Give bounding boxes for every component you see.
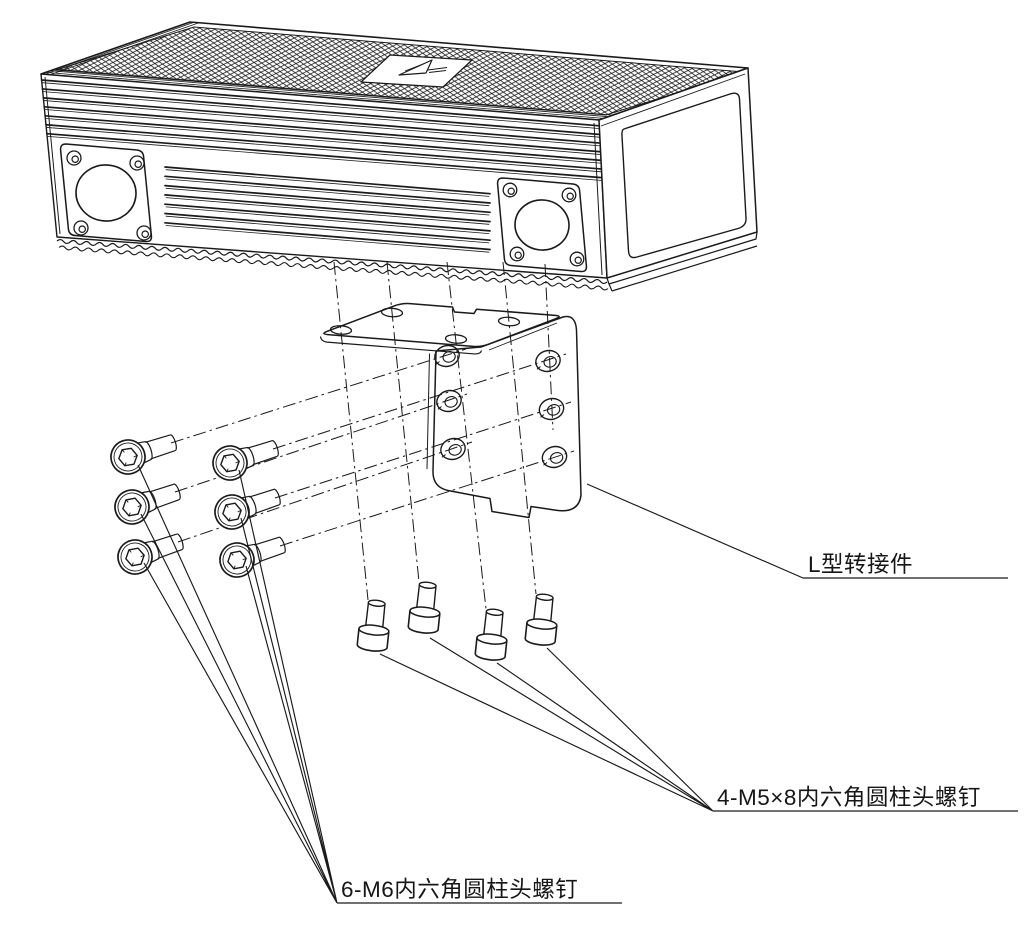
m6-screw-group [105,424,291,583]
device-front-face [40,73,608,279]
m5-screw-group [355,579,561,663]
device-unit [40,21,758,292]
heatsink-fins-middle [164,166,491,253]
side-panel [621,92,747,259]
connector-screw-holes [66,150,152,241]
front-connector-left [59,143,153,243]
label-l-bracket: L型转接件 [808,552,913,577]
m5-screw [406,579,444,636]
top-logo-plate [360,54,473,88]
heatsink-fins-upper [40,79,606,181]
m5-screw [523,591,561,648]
leader-bracket [586,483,1008,579]
device-side-face [598,67,758,292]
device-top-face [40,21,749,121]
m6-screw [105,424,182,480]
connector-screw-holes [502,182,585,267]
l-bracket-top-plate [319,302,560,355]
device-bottom-serration [56,238,609,291]
brand-logo-icon [398,59,448,76]
labels: L型转接件 4-M5×8内六角圆柱头螺钉 6-M6内六角圆柱头螺钉 [341,552,981,902]
m6-screw [214,527,291,583]
leader-m6 [137,464,622,904]
front-connector-right [496,177,588,273]
label-m6-screws: 6-M6内六角圆柱头螺钉 [341,877,578,902]
leader-lines [137,464,1018,904]
m6-screw [207,430,284,486]
m5-screw [355,597,393,654]
leader-m5 [379,637,1018,812]
l-bracket-vertical-plate [426,315,582,519]
m5-screw [473,606,511,663]
l-bracket [319,302,582,519]
m6-screw [109,474,186,530]
label-m5-screws: 4-M5×8内六角圆柱头螺钉 [717,785,981,810]
center-lines [170,261,575,610]
